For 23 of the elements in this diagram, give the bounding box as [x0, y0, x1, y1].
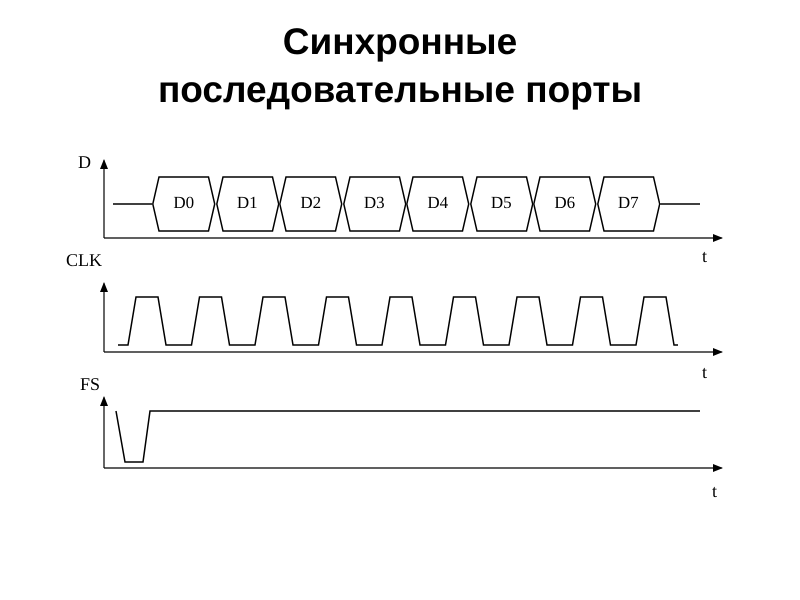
- bit-label: D1: [236, 193, 259, 213]
- bit-label: D2: [299, 193, 322, 213]
- signal-name: D: [78, 152, 91, 172]
- axis-label: t: [712, 481, 718, 501]
- bit-label: D7: [616, 193, 640, 213]
- bit-label: D0: [172, 193, 196, 213]
- signal-name: FS: [80, 374, 100, 394]
- data-bit-cell: [596, 176, 660, 232]
- bit-label: D6: [553, 193, 576, 213]
- data-bit-cell: [470, 176, 533, 232]
- signal-name: CLK: [66, 250, 102, 270]
- title: Синхронные последовательные порты: [156, 20, 644, 112]
- data-bit-cell: [216, 176, 279, 232]
- data-bit-cell: [342, 176, 406, 232]
- data-bit-cell: [152, 176, 216, 232]
- axis-label: t: [702, 362, 708, 382]
- bit-label: D4: [426, 193, 450, 213]
- data-bit-cell: [406, 176, 470, 232]
- data-bit-cell: [279, 176, 342, 232]
- bit-label: D5: [490, 193, 513, 213]
- axis-label: t: [702, 246, 708, 266]
- bit-label: D3: [362, 193, 386, 213]
- data-bit-cell: [533, 176, 596, 232]
